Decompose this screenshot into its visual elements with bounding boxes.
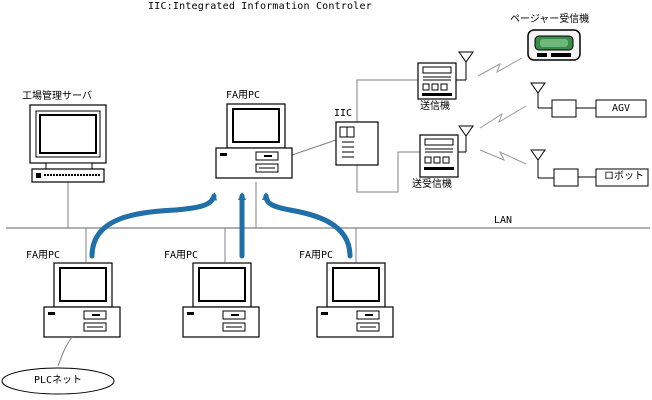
pager-label: ページャー受信機 (510, 14, 590, 25)
fa-pc-1-computer (43, 262, 121, 338)
agv-label: AGV (612, 103, 631, 114)
fa-pc-3-label: FA用PC (299, 250, 334, 261)
robot-antenna-icon (530, 149, 554, 179)
arrow-pc3-to-top (262, 192, 353, 259)
fa-pc-1-label: FA用PC (26, 250, 61, 261)
server-label: 工場管理サーバ (22, 91, 92, 102)
fa-pc-3-computer (316, 262, 394, 338)
plc-net-label: PLCネット (34, 375, 83, 386)
robot-label: ロボット (604, 171, 644, 182)
arrow-pc1-to-top (89, 192, 218, 259)
sender-antenna-icon (456, 51, 474, 81)
agv-box (595, 99, 647, 118)
robot-box (595, 168, 649, 187)
lan-label: LAN (494, 215, 513, 226)
fa-pc-top-label: FA用PC (226, 90, 261, 101)
iic-sender-link (356, 79, 418, 122)
fa-pc-2-computer (182, 262, 260, 338)
plc-net-cloud (1, 367, 115, 395)
pager-icon (527, 29, 581, 61)
iic-unit (335, 121, 379, 166)
agv-controller-box (551, 99, 577, 118)
agv-antenna-icon (530, 82, 552, 109)
transceiver-antenna-icon (458, 125, 474, 153)
wireless-signal-robot (479, 149, 527, 165)
transceiver-label: 送受信機 (412, 179, 452, 190)
server-computer (29, 104, 107, 183)
plc-net-link (57, 336, 73, 367)
sender-device (417, 62, 457, 100)
data-flow-arrows (89, 192, 353, 259)
transceiver-device (419, 134, 459, 178)
sender-label: 送信機 (420, 101, 450, 112)
pc-iic-link (291, 139, 337, 156)
iic-transceiver-link (356, 151, 420, 193)
iic-label: IIC (334, 108, 353, 119)
diagram-title: IIC:Integrated Information Controler (148, 1, 372, 12)
fa-pc-2-label: FA用PC (164, 250, 199, 261)
robot-controller-box (553, 168, 579, 187)
wireless-signal-agv (479, 105, 527, 129)
fa-pc-top-computer (215, 103, 293, 179)
wireless-signal-pager (477, 57, 523, 77)
